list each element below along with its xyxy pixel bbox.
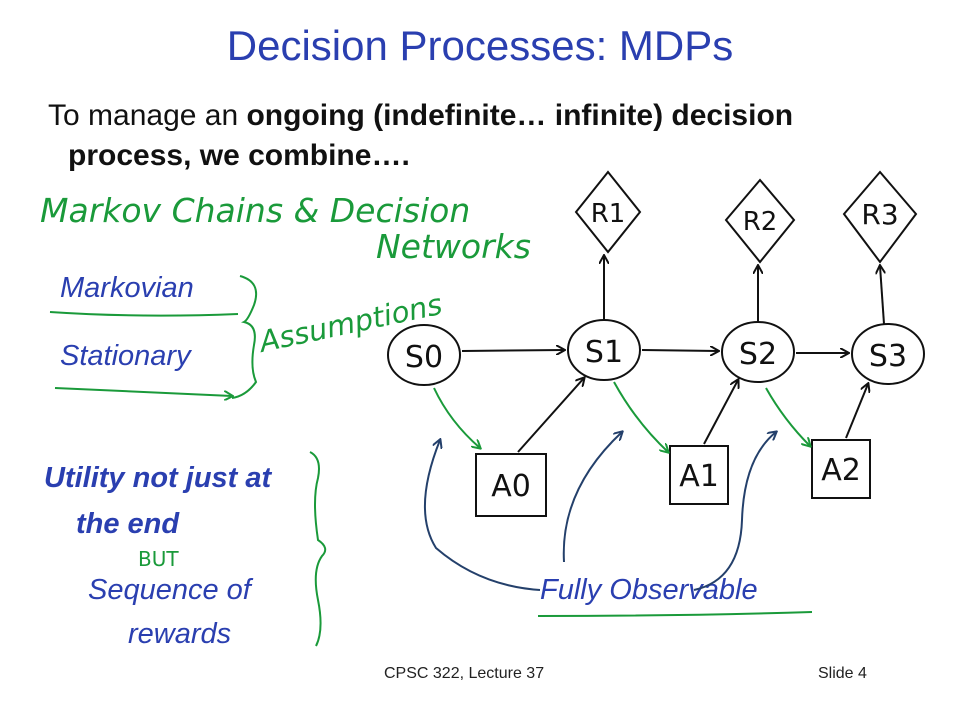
assumptions-brace bbox=[231, 275, 258, 399]
svg-text:R2: R2 bbox=[743, 207, 778, 237]
svg-text:R3: R3 bbox=[861, 198, 898, 231]
arrow-s0-s1 bbox=[461, 350, 564, 351]
networks-handwriting: Networks bbox=[376, 227, 531, 266]
stationary-underline bbox=[54, 387, 232, 396]
action-a1: A1 bbox=[669, 445, 729, 505]
action-a2: A2 bbox=[811, 439, 871, 499]
footer-course: CPSC 322, Lecture 37 bbox=[384, 665, 545, 682]
state-s2: S2 bbox=[721, 321, 795, 383]
svg-text:A2: A2 bbox=[821, 453, 861, 488]
intro-text: To manage an ongoing (indefinite… infini… bbox=[48, 96, 948, 176]
intro-bold2: process, we combine…. bbox=[68, 139, 410, 172]
arrow-s1-a1 bbox=[613, 381, 668, 452]
intro-bold1: ongoing (indefinite… infinite) decision bbox=[246, 99, 794, 132]
svg-text:A1: A1 bbox=[679, 459, 719, 494]
arrow-s2-a2 bbox=[765, 387, 810, 446]
svg-text:A0: A0 bbox=[491, 469, 531, 504]
sequence-label-line2: rewards bbox=[128, 618, 232, 650]
svg-text:S1: S1 bbox=[585, 335, 623, 370]
svg-text:R1: R1 bbox=[591, 199, 626, 229]
state-s0: S0 bbox=[387, 324, 461, 386]
action-a0: A0 bbox=[475, 453, 547, 517]
arrow-a0-s1 bbox=[517, 378, 584, 453]
markov-chains-handwriting: Markov Chains & Decision bbox=[40, 191, 470, 230]
footer-slide-number: Slide 4 bbox=[818, 665, 867, 682]
observable-arrow-a2 bbox=[693, 432, 776, 591]
state-s1: S1 bbox=[567, 319, 641, 381]
slide-title: Decision Processes: MDPs bbox=[226, 22, 734, 69]
svg-text:S0: S0 bbox=[405, 340, 443, 375]
intro-part1: To manage an bbox=[48, 99, 247, 132]
markovian-underline bbox=[49, 311, 239, 317]
arrow-a2-s3 bbox=[845, 384, 868, 439]
fully-observable-underline bbox=[537, 611, 813, 617]
arrow-s3-r3 bbox=[880, 266, 884, 325]
state-s3: S3 bbox=[851, 323, 925, 385]
markovian-label: Markovian bbox=[60, 272, 194, 304]
reward-r1: R1 bbox=[574, 170, 642, 254]
reward-r2: R2 bbox=[724, 178, 796, 264]
svg-text:S2: S2 bbox=[739, 337, 777, 372]
observable-arrow-a0 bbox=[423, 440, 541, 591]
arrow-s1-s2 bbox=[641, 350, 718, 351]
reward-r3: R3 bbox=[842, 170, 918, 264]
arrow-a1-s2 bbox=[703, 380, 738, 445]
utility-brace bbox=[309, 451, 327, 647]
utility-label-line1: Utility not just at bbox=[44, 462, 272, 494]
but-handwriting: BUT bbox=[138, 547, 179, 571]
sequence-label-line1: Sequence of bbox=[88, 574, 251, 606]
utility-label-line2: the end bbox=[76, 508, 180, 540]
arrow-s0-a0 bbox=[433, 387, 480, 448]
svg-text:S3: S3 bbox=[869, 339, 907, 374]
observable-arrow-a1 bbox=[562, 432, 622, 563]
stationary-label: Stationary bbox=[60, 340, 191, 372]
fully-observable-label: Fully Observable bbox=[540, 574, 758, 606]
